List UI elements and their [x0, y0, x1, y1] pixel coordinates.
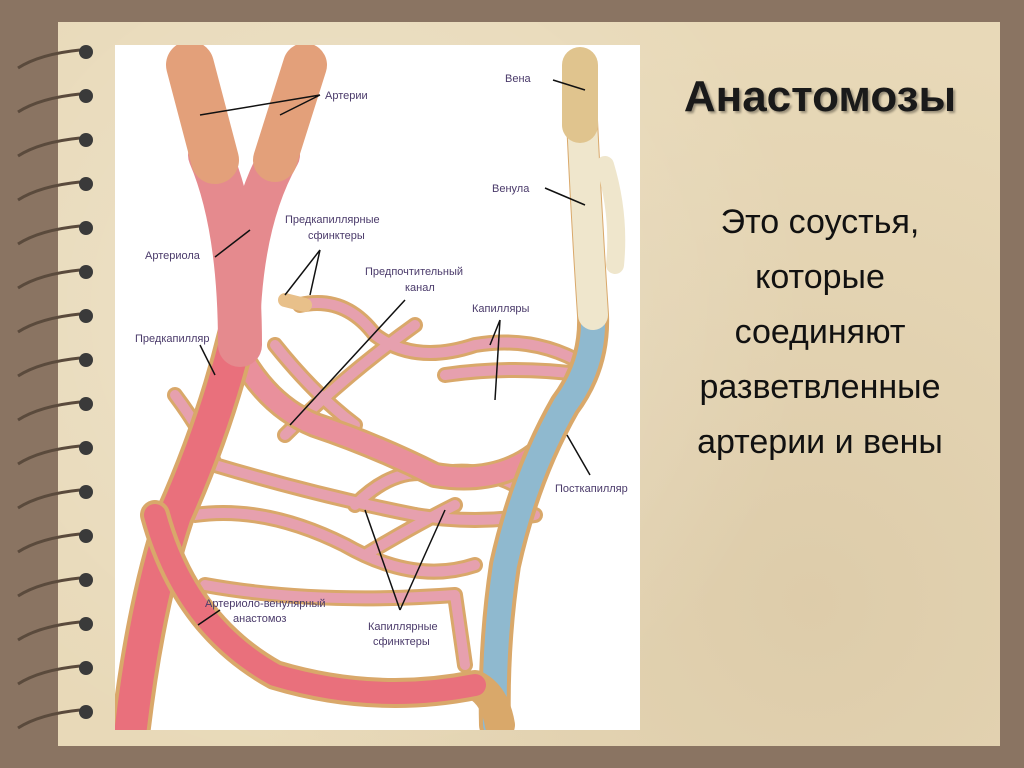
spiral-hole — [79, 485, 93, 499]
label-preferred-channel-2: канал — [405, 282, 435, 294]
spiral-hole — [79, 617, 93, 631]
spiral-ring — [17, 268, 81, 290]
label-postcapillary: Посткапилляр — [555, 483, 628, 495]
label-precap-sphincters: Предкапиллярные — [285, 214, 380, 226]
slide-body-text: Это соустья, которые соединяют разветвле… — [650, 195, 990, 470]
spiral-hole — [79, 661, 93, 675]
spiral-ring — [17, 664, 81, 686]
label-av-anastomosis: Артериоло-венулярный — [205, 598, 326, 610]
body-line: разветвленные — [699, 368, 941, 406]
spiral-ring — [17, 620, 81, 642]
spiral-ring — [17, 224, 81, 246]
label-preferred-channel: Предпочтительный — [365, 266, 463, 278]
spiral-hole — [79, 397, 93, 411]
spiral-hole — [79, 309, 93, 323]
diagram-labels: Артерии Вена Венула Предкапиллярные сфин… — [135, 73, 628, 648]
vascular-diagram: Артерии Вена Венула Предкапиллярные сфин… — [115, 45, 640, 730]
body-line: Это соустья, — [720, 203, 920, 241]
spiral-hole — [79, 177, 93, 191]
body-line: артерии и вены — [697, 423, 943, 461]
spiral-ring — [17, 180, 81, 202]
spiral-ring — [17, 312, 81, 334]
spiral-ring — [17, 136, 81, 158]
spiral-ring — [17, 356, 81, 378]
label-precap-sphincters-2: сфинктеры — [308, 230, 365, 242]
label-cap-sphincters-2: сфинктеры — [373, 636, 430, 648]
spiral-hole — [79, 265, 93, 279]
spiral-ring — [17, 48, 81, 70]
label-av-anastomosis-2: анастомоз — [233, 613, 286, 625]
spiral-hole — [79, 441, 93, 455]
spiral-ring — [17, 400, 81, 422]
label-cap-sphincters: Капиллярные — [368, 621, 438, 633]
label-vein: Вена — [505, 73, 532, 85]
spiral-ring — [17, 92, 81, 114]
spiral-ring — [17, 708, 81, 730]
spiral-ring — [17, 532, 81, 554]
label-capillaries: Капилляры — [472, 303, 530, 315]
spiral-hole — [79, 353, 93, 367]
spiral-hole — [79, 221, 93, 235]
artery-right — [253, 45, 327, 182]
spiral-hole — [79, 133, 93, 147]
label-arteriole: Артериола — [145, 250, 201, 262]
spiral-hole — [79, 705, 93, 719]
spiral-ring — [17, 576, 81, 598]
slide-title: Анастомозы — [683, 72, 957, 121]
artery-left — [166, 45, 239, 184]
spiral-ring — [17, 444, 81, 466]
leader-lines — [197, 79, 591, 626]
label-precapillary: Предкапилляр — [135, 333, 210, 345]
notebook-spiral-rings — [17, 45, 93, 730]
spiral-hole — [79, 45, 93, 59]
label-arteries: Артерии — [325, 90, 368, 102]
label-venule: Венула — [492, 183, 530, 195]
spiral-hole — [79, 573, 93, 587]
spiral-hole — [79, 89, 93, 103]
spiral-ring — [17, 488, 81, 510]
spiral-hole — [79, 529, 93, 543]
body-line: которые — [755, 258, 885, 296]
body-line: соединяют — [734, 313, 906, 351]
